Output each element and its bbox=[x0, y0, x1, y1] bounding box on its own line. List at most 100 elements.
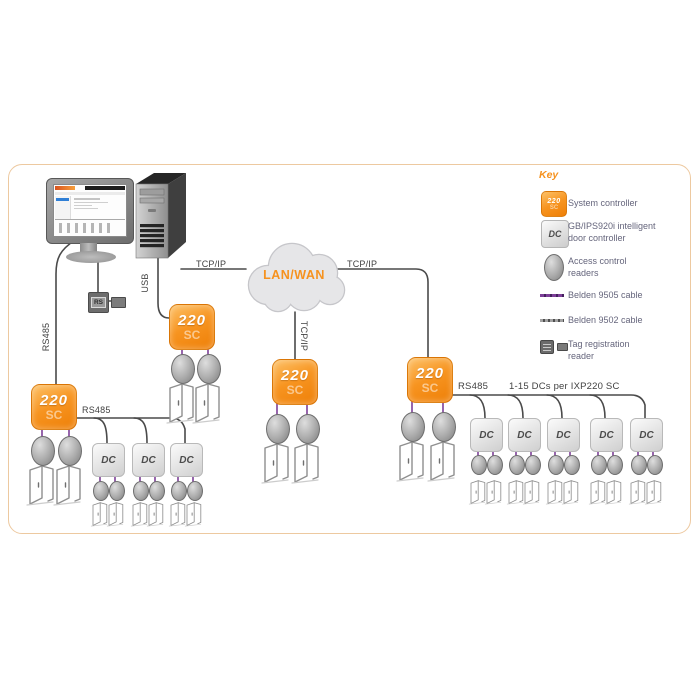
sc-sub-label: SC bbox=[421, 380, 439, 395]
door bbox=[191, 380, 221, 424]
door bbox=[165, 380, 195, 424]
door-icon bbox=[184, 502, 202, 527]
access-control-reader bbox=[487, 455, 503, 475]
sc-sub-label: SC bbox=[286, 382, 304, 397]
key-label-door-controller: GB/IPS920i intelligent door controller bbox=[568, 221, 656, 243]
key-label-belden-9505: Belden 9505 cable bbox=[568, 290, 643, 300]
key-label-tag-reader: Tag registration reader bbox=[568, 339, 630, 361]
door-controller: DC bbox=[590, 418, 623, 452]
key-belden-9505-swatch bbox=[540, 294, 564, 297]
door bbox=[604, 478, 622, 505]
key-belden-9502-swatch bbox=[540, 319, 564, 322]
access-control-reader bbox=[171, 354, 195, 384]
access-control-reader bbox=[197, 354, 221, 384]
access-control-reader bbox=[591, 455, 607, 475]
door-controller: DC bbox=[470, 418, 503, 452]
access-control-reader bbox=[187, 481, 203, 501]
cloud-label: LAN/WAN bbox=[263, 268, 325, 282]
door-icon bbox=[146, 502, 164, 527]
tag-registration-reader: RS bbox=[88, 292, 109, 313]
door-icon bbox=[291, 443, 319, 484]
door-icon bbox=[644, 480, 662, 505]
door-icon bbox=[468, 480, 486, 505]
monitor-frame bbox=[46, 178, 134, 244]
label-dc-capacity: 1-15 DCs per IXP220 SC bbox=[509, 381, 620, 392]
door bbox=[426, 438, 456, 482]
door-icon bbox=[628, 480, 646, 505]
label-rs485-left-bus: RS485 bbox=[82, 405, 111, 415]
access-control-reader bbox=[564, 455, 580, 475]
door-controller: DC bbox=[92, 443, 125, 477]
access-control-reader bbox=[133, 481, 149, 501]
door-icon bbox=[130, 502, 148, 527]
door-icon bbox=[53, 465, 81, 506]
label-rs485-right-bus: RS485 bbox=[458, 381, 489, 392]
access-control-reader bbox=[401, 412, 425, 442]
network-cable bbox=[157, 249, 170, 319]
key-label-system-controller: System controller bbox=[568, 198, 638, 208]
key-sc-bottom-label: SC bbox=[549, 204, 559, 211]
door bbox=[545, 478, 563, 505]
door-icon bbox=[26, 465, 54, 506]
lan-wan-cloud bbox=[247, 242, 346, 313]
monitor-screen bbox=[53, 184, 127, 237]
access-control-reader bbox=[266, 414, 290, 444]
door-icon bbox=[396, 441, 424, 482]
door bbox=[25, 462, 55, 506]
door-icon bbox=[261, 443, 289, 484]
network-cable bbox=[93, 417, 108, 444]
key-tag-reader-icon bbox=[540, 340, 554, 354]
network-cable bbox=[507, 394, 524, 419]
door-icon bbox=[484, 480, 502, 505]
door-icon bbox=[192, 383, 220, 424]
door-icon bbox=[522, 480, 540, 505]
access-control-reader bbox=[607, 455, 623, 475]
door-icon bbox=[588, 480, 606, 505]
pc-tower bbox=[135, 173, 186, 259]
access-control-reader bbox=[548, 455, 564, 475]
door-icon bbox=[168, 502, 186, 527]
door bbox=[395, 438, 425, 482]
door bbox=[468, 478, 486, 505]
access-control-reader bbox=[525, 455, 541, 475]
door-icon bbox=[561, 480, 579, 505]
network-cable bbox=[133, 417, 148, 444]
label-tcpip-left: TCP/IP bbox=[196, 259, 227, 269]
key-title: Key bbox=[539, 169, 559, 181]
sc-model-label: 220 bbox=[39, 391, 69, 409]
door bbox=[506, 478, 524, 505]
network-cable bbox=[546, 394, 563, 419]
door-icon bbox=[106, 502, 124, 527]
network-cable bbox=[469, 394, 486, 419]
door-controller: DC bbox=[132, 443, 165, 477]
door-controller: DC bbox=[508, 418, 541, 452]
door bbox=[561, 478, 579, 505]
door-icon bbox=[604, 480, 622, 505]
door bbox=[290, 440, 320, 484]
door-controller: DC bbox=[630, 418, 663, 452]
door bbox=[628, 478, 646, 505]
key-sc-top-label: 220 bbox=[547, 197, 561, 205]
tag-reader-dongle bbox=[111, 297, 126, 308]
key-reader-icon bbox=[544, 254, 564, 281]
access-control-reader bbox=[647, 455, 663, 475]
network-cable bbox=[450, 394, 646, 419]
door bbox=[52, 462, 82, 506]
door bbox=[588, 478, 606, 505]
access-control-reader bbox=[149, 481, 165, 501]
sc-sub-label: SC bbox=[183, 327, 201, 342]
key-system-controller-icon: 220 SC bbox=[541, 191, 567, 217]
monitor-base bbox=[66, 251, 116, 263]
door-icon bbox=[166, 383, 194, 424]
network-cable bbox=[335, 268, 429, 358]
key-label-belden-9502: Belden 9502 cable bbox=[568, 315, 643, 325]
server-monitor bbox=[44, 176, 136, 264]
access-control-reader bbox=[296, 414, 320, 444]
door-controller: DC bbox=[547, 418, 580, 452]
